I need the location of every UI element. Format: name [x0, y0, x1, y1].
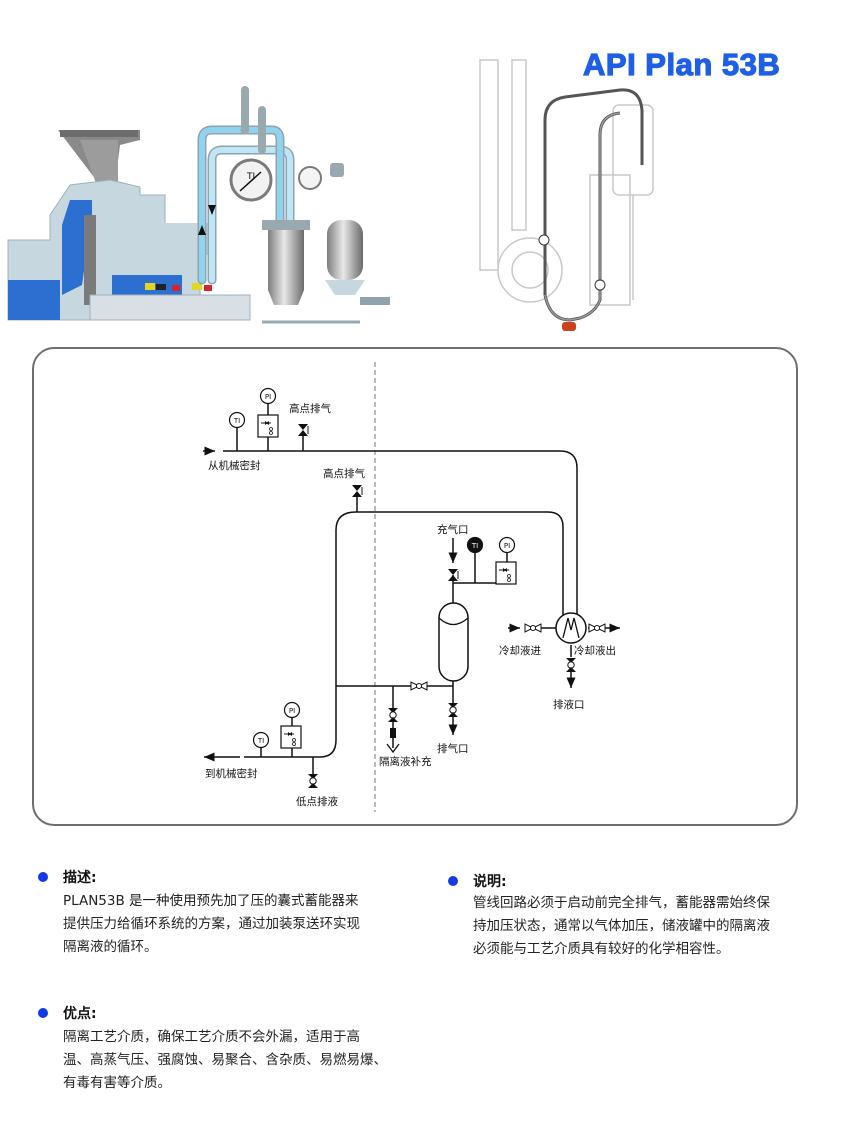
notes-title: 说明:: [473, 874, 507, 890]
drain-valve: [565, 657, 577, 673]
advantages-line: 有毒有害等介质。: [63, 1075, 171, 1091]
svg-text:PI: PI: [504, 542, 510, 550]
svg-text:PI: PI: [265, 393, 271, 401]
temperature-indicator-bottom: TI: [252, 731, 270, 749]
coolant-in-label: 冷却液进: [499, 644, 541, 657]
high-vent-label-2: 高点排气: [323, 467, 365, 480]
description-line: 提供压力给循环系统的方案，通过加装泵送环实现: [63, 916, 360, 932]
temperature-indicator-top: TI: [228, 411, 246, 429]
low-drain-label: 低点排液: [296, 795, 338, 808]
pump-outline: [479, 59, 654, 306]
from-seal-label: 从机械密封: [208, 459, 261, 472]
advantages-body: 隔离工艺介质，确保工艺介质不会外漏，适用于高 温、高蒸气压、强腐蚀、易聚合、含杂…: [63, 1026, 387, 1095]
high-vent-valve-1: [298, 424, 308, 436]
pressure-indicator-tank: PI: [498, 536, 516, 554]
pressure-switch: [330, 163, 344, 177]
reservoir-tank: [438, 602, 469, 682]
low-drain-valve: [307, 773, 319, 789]
return-line: [223, 450, 578, 626]
description-body: PLAN53B 是一种使用预先加了压的囊式蓄能器来 提供压力给循环系统的方案，通…: [63, 890, 360, 959]
bullet-icon: [38, 872, 48, 882]
temperature-indicator-tank: TI: [466, 536, 484, 554]
circulation-pipes: [197, 86, 295, 285]
pressure-switch-tank: [495, 561, 517, 585]
pressure-indicator-bottom: PI: [283, 701, 301, 719]
notes-line: 持加压状态，通常以气体加压，储液罐中的隔离液: [473, 918, 770, 934]
bullet-icon: [38, 1008, 48, 1018]
charge-valve: [448, 569, 458, 581]
svg-text:PI: PI: [289, 707, 295, 715]
gauge-icon: [594, 279, 606, 291]
reservoir-vessel: [262, 220, 310, 305]
supply-line: [356, 511, 564, 626]
pump-housing: [7, 130, 251, 321]
pressure-switch-bottom: [280, 725, 302, 749]
drain-port-label: 排液口: [553, 698, 585, 711]
description-title: 描述:: [63, 870, 97, 886]
svg-text:TI: TI: [246, 172, 255, 182]
vent-valve: [447, 702, 459, 718]
description-line: 隔离液的循环。: [63, 939, 158, 955]
gauge-icon: [538, 234, 550, 246]
coolant-out-valve: [588, 623, 606, 633]
temperature-gauge: TI: [229, 158, 273, 202]
to-seal-label: 到机械密封: [205, 767, 258, 780]
barrier-fill-valve: [387, 707, 399, 723]
schematic-frame: [32, 347, 798, 826]
pressure-switch-top: [257, 414, 279, 438]
isometric-illustration: [479, 59, 654, 331]
coolant-out-label: 冷却液出: [574, 644, 616, 657]
advantages-title: 优点:: [63, 1006, 97, 1022]
svg-text:TI: TI: [257, 737, 264, 745]
coolant-in-valve: [524, 623, 542, 633]
notes-line: 管线回路必须于启动前完全排气，蓄能器需始终保: [473, 895, 770, 911]
charge-port-label: 充气口: [437, 523, 469, 536]
advantages-line: 温、高蒸气压、强腐蚀、易聚合、含杂质、易燃易爆、: [63, 1052, 387, 1068]
description-line: PLAN53B 是一种使用预先加了压的囊式蓄能器来: [63, 893, 359, 909]
heat-exchanger: [555, 612, 587, 644]
vent-port-label: 排气口: [437, 742, 469, 755]
isolation-valve: [410, 681, 428, 691]
notes-body: 管线回路必须于启动前完全排气，蓄能器需始终保 持加压状态，通常以气体加压，储液罐…: [473, 892, 770, 961]
bullet-icon: [448, 876, 458, 886]
page-title: API Plan 53B: [582, 46, 781, 82]
pressure-gauge: [298, 166, 322, 190]
svg-text:TI: TI: [471, 542, 478, 550]
advantages-line: 隔离工艺介质，确保工艺介质不会外漏，适用于高: [63, 1029, 360, 1045]
high-vent-label-1: 高点排气: [289, 402, 331, 415]
notes-line: 必须能与工艺介质具有较好的化学相容性。: [473, 941, 730, 957]
loop-left-line: [244, 511, 357, 758]
check-valve-icon: [390, 728, 396, 738]
cutaway-illustration: TI: [7, 86, 390, 324]
pressure-indicator-top: PI: [259, 387, 277, 405]
barrier-fill-label: 隔离液补充: [379, 755, 432, 768]
svg-text:TI: TI: [233, 417, 240, 425]
bladder-accumulator: [325, 220, 390, 305]
high-vent-valve-2: [352, 485, 362, 497]
drain-valve-icon: [562, 322, 576, 331]
